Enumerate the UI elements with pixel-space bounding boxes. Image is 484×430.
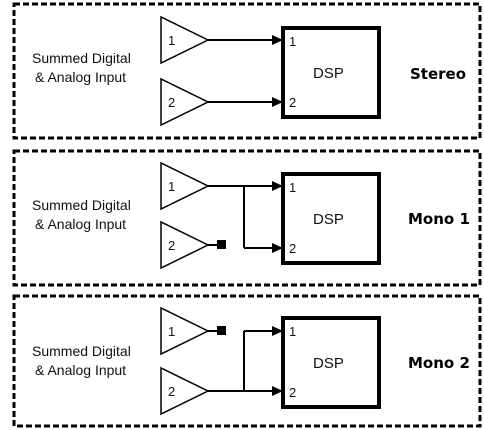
dsp-port-2-label: 2 bbox=[289, 95, 296, 110]
arrow-dsp-input-2 bbox=[272, 386, 283, 396]
dsp-label: DSP bbox=[313, 355, 344, 372]
arrow-dsp-input-1 bbox=[272, 326, 283, 336]
panel-mono-2: Summed Digital & Analog Input 1 2 DSP 1 … bbox=[12, 294, 482, 428]
input-label-line2: & Analog Input bbox=[35, 69, 126, 85]
panel-border bbox=[12, 149, 482, 287]
panel-mono-1: Summed Digital & Analog Input 1 2 DSP 1 … bbox=[12, 149, 482, 287]
dsp-port-1-label: 1 bbox=[289, 324, 296, 339]
amplifier-1-triangle bbox=[160, 15, 210, 65]
amp2-termination-block bbox=[217, 240, 226, 249]
amplifier-1-triangle bbox=[160, 306, 210, 356]
panel-border bbox=[12, 2, 482, 140]
dsp-block bbox=[281, 316, 381, 409]
dsp-block bbox=[281, 172, 381, 265]
input-label-line2: & Analog Input bbox=[35, 362, 126, 378]
input-label-line1: Summed Digital bbox=[32, 50, 131, 66]
mode-label: Mono 1 bbox=[408, 210, 470, 228]
amplifier-1-label: 1 bbox=[168, 179, 175, 194]
dsp-port-1-label: 1 bbox=[289, 34, 296, 49]
amplifier-1-label: 1 bbox=[168, 33, 175, 48]
panel-border bbox=[12, 294, 482, 428]
arrow-dsp-input-2 bbox=[272, 97, 283, 107]
amplifier-1-label: 1 bbox=[168, 324, 175, 339]
dsp-block bbox=[281, 26, 381, 119]
amplifier-2-label: 2 bbox=[168, 95, 175, 110]
amplifier-2-triangle bbox=[160, 77, 210, 127]
amp1-termination-block bbox=[217, 326, 226, 335]
mode-label: Stereo bbox=[410, 65, 466, 83]
amplifier-2-triangle bbox=[160, 366, 210, 416]
dsp-label: DSP bbox=[313, 65, 344, 82]
dsp-port-2-label: 2 bbox=[289, 385, 296, 400]
dsp-label: DSP bbox=[313, 211, 344, 228]
dsp-port-2-label: 2 bbox=[289, 241, 296, 256]
amplifier-1-triangle bbox=[160, 161, 210, 211]
panel-stereo: Summed Digital & Analog Input 1 2 DSP 1 … bbox=[12, 2, 482, 140]
arrow-dsp-input-1 bbox=[272, 35, 283, 45]
amplifier-2-label: 2 bbox=[168, 384, 175, 399]
arrow-dsp-input-2 bbox=[272, 243, 283, 253]
input-label-line2: & Analog Input bbox=[35, 216, 126, 232]
arrow-dsp-input-1 bbox=[272, 181, 283, 191]
dsp-port-1-label: 1 bbox=[289, 180, 296, 195]
amplifier-2-triangle bbox=[160, 220, 210, 270]
mode-label: Mono 2 bbox=[408, 354, 470, 372]
amplifier-2-label: 2 bbox=[168, 238, 175, 253]
input-label-line1: Summed Digital bbox=[32, 343, 131, 359]
input-label-line1: Summed Digital bbox=[32, 197, 131, 213]
